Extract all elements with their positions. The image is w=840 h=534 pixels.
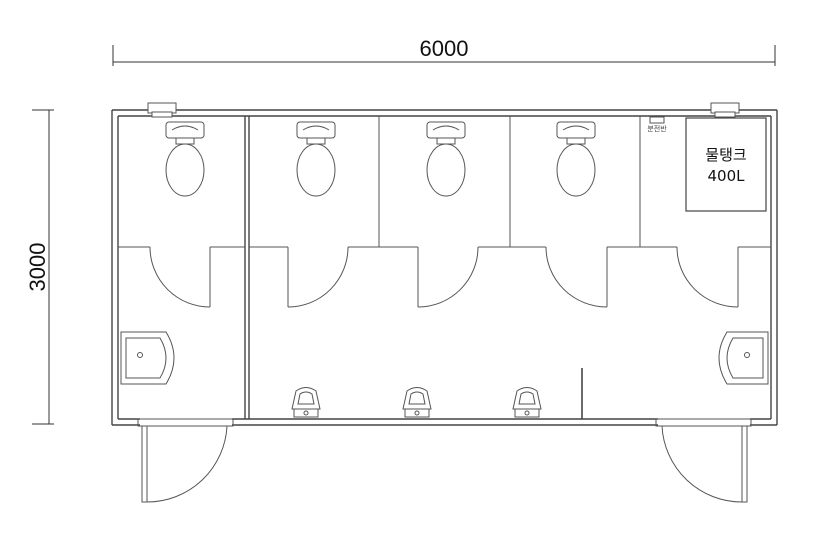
height-label: 3000 xyxy=(25,243,50,292)
water-tank-capacity: 400L xyxy=(708,167,746,185)
urinal-1 xyxy=(291,387,321,418)
water-tank-name: 물탱크 xyxy=(705,146,746,164)
toilet-3 xyxy=(426,121,466,197)
distribution-panel: 분전반 xyxy=(647,116,667,133)
urinal-3 xyxy=(512,387,542,418)
cubicle-partitions xyxy=(378,116,641,247)
water-tank: 물탱크 400L xyxy=(685,117,767,212)
toilet-1 xyxy=(165,121,205,197)
vent-left xyxy=(147,102,177,118)
urinal-2 xyxy=(402,387,432,418)
toilet-2 xyxy=(296,121,336,197)
toilet-4 xyxy=(556,121,596,197)
wash-basin-left xyxy=(120,331,175,385)
wash-basin-right xyxy=(718,331,769,385)
vent-right xyxy=(710,102,740,118)
distribution-panel-label: 분전반 xyxy=(647,124,667,133)
height-dimension: 3000 xyxy=(25,109,54,425)
cubicle-door-swings xyxy=(149,246,739,308)
width-dimension: 6000 xyxy=(112,36,776,66)
center-divider-wall xyxy=(244,116,250,419)
entrance-door-right xyxy=(655,418,752,503)
cubicle-front-walls xyxy=(118,246,771,307)
width-label: 6000 xyxy=(420,36,469,61)
entrance-door-left xyxy=(137,418,234,503)
outer-walls xyxy=(111,109,778,426)
